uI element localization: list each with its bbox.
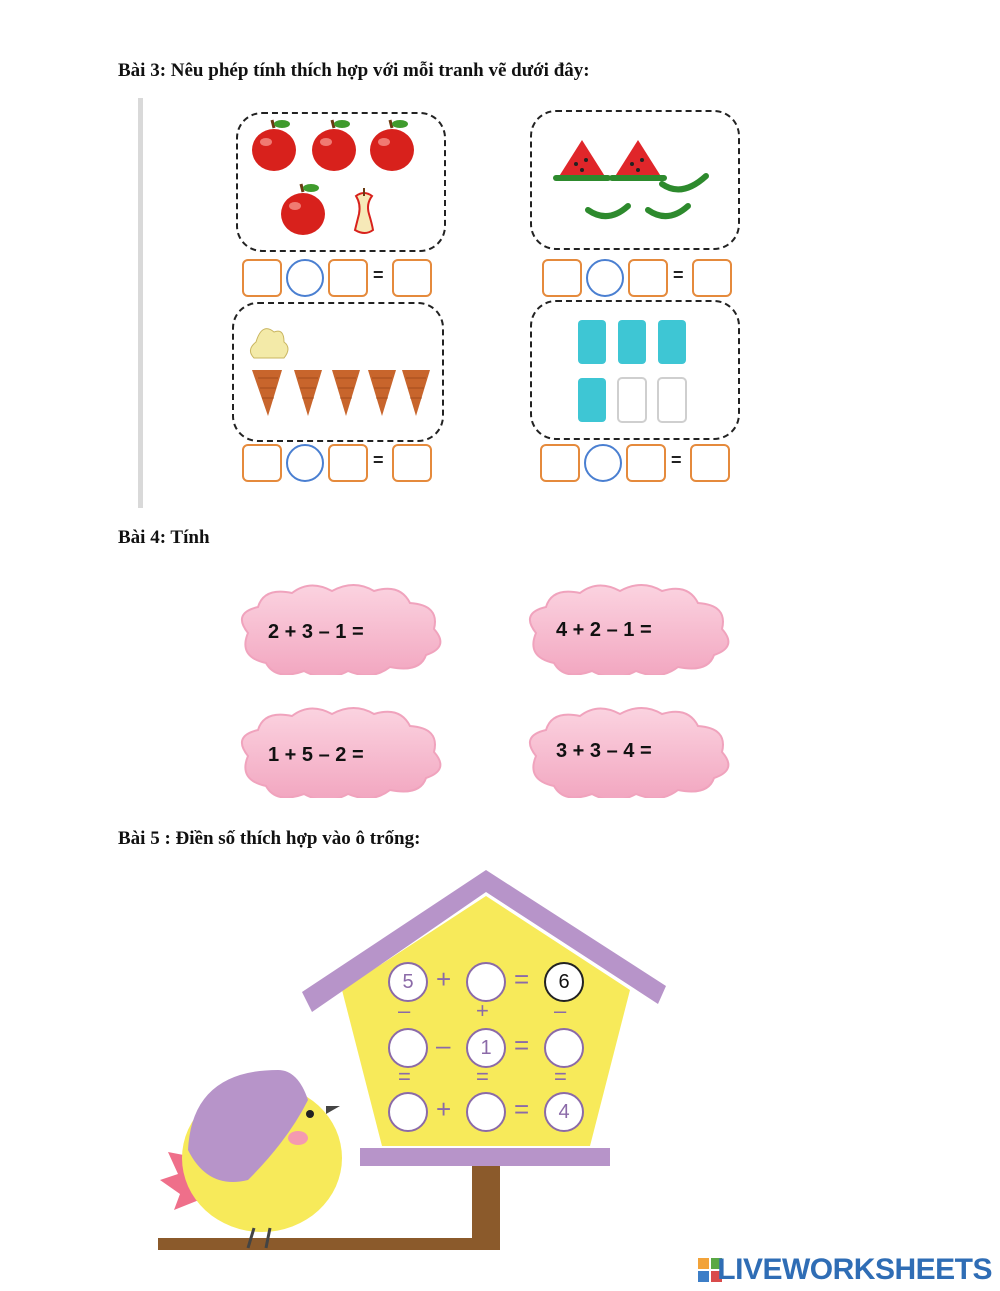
answer-box[interactable]	[628, 259, 668, 297]
answer-row-4: =	[540, 444, 740, 482]
cloud-shape	[528, 584, 730, 678]
cloud-1: 2 + 3 – 1 =	[228, 583, 452, 678]
puzzle-operator: –	[436, 1030, 451, 1060]
puzzle-operator: +	[436, 1094, 452, 1124]
cloud-shape	[240, 584, 442, 678]
apples-illustration	[252, 119, 414, 235]
equals-sign: =	[671, 450, 682, 470]
brand-name: LIVEWORKSHEETS	[717, 1253, 992, 1286]
puzzle-input[interactable]	[388, 1092, 428, 1132]
bai5-heading: Bài 5 : Điền số thích hợp vào ô trống:	[118, 828, 421, 849]
equals-sign: =	[373, 265, 384, 285]
pole	[472, 1162, 500, 1248]
operator-circle[interactable]	[586, 259, 624, 297]
cloud-2: 4 + 2 – 1 =	[516, 583, 740, 678]
operator-circle[interactable]	[584, 444, 622, 482]
number-puzzle: 5 + = 6 – + – – 1 = = = = + = 4	[386, 962, 586, 1132]
glasses-illustration	[578, 320, 687, 423]
answer-box[interactable]	[626, 444, 666, 482]
bird	[160, 1070, 342, 1249]
puzzle-operator: +	[436, 964, 452, 994]
puzzle-operator: +	[476, 998, 489, 1023]
house-shelf	[360, 1148, 610, 1166]
branch	[158, 1238, 500, 1250]
apples-frame	[236, 112, 446, 252]
equals-sign: =	[673, 265, 684, 285]
puzzle-equals: =	[514, 964, 530, 994]
puzzle-equals: =	[514, 1030, 530, 1060]
cloud-4: 3 + 3 – 4 =	[516, 706, 740, 801]
answer-box[interactable]	[540, 444, 580, 482]
answer-row-1: =	[242, 259, 442, 297]
puzzle-operator: =	[554, 1064, 567, 1089]
cloud-3: 1 + 5 – 2 =	[228, 706, 452, 801]
puzzle-equals: =	[514, 1094, 530, 1124]
watermelon-frame	[530, 110, 740, 250]
expression-text: 2 + 3 – 1 =	[268, 621, 364, 643]
puzzle-operator: –	[398, 998, 411, 1023]
puzzle-operator: –	[554, 998, 567, 1023]
liveworksheets-logo-icon	[698, 1258, 722, 1282]
puzzle-cell: 1	[466, 1028, 506, 1068]
answer-box[interactable]	[242, 444, 282, 482]
answer-row-3: =	[242, 444, 442, 482]
bai3-heading: Bài 3: Nêu phép tính thích hợp với mỗi t…	[118, 60, 590, 81]
icecream-illustration	[250, 328, 430, 416]
answer-box[interactable]	[328, 444, 368, 482]
house-roof	[302, 870, 666, 1012]
equals-sign: =	[373, 450, 384, 470]
answer-box[interactable]	[392, 444, 432, 482]
answer-box[interactable]	[690, 444, 730, 482]
expression-text: 1 + 5 – 2 =	[268, 744, 364, 766]
icecream-frame	[232, 302, 444, 442]
puzzle-input[interactable]	[544, 1028, 584, 1068]
cloud-shape	[528, 707, 730, 801]
puzzle-input[interactable]	[466, 962, 506, 1002]
puzzle-input[interactable]	[466, 1092, 506, 1132]
cloud-shape	[240, 707, 442, 801]
sidebar-line	[138, 98, 143, 508]
puzzle-operator: =	[476, 1064, 489, 1089]
answer-box[interactable]	[242, 259, 282, 297]
answer-box[interactable]	[328, 259, 368, 297]
watermelon-illustration	[553, 140, 709, 219]
puzzle-cell: 4	[544, 1092, 584, 1132]
operator-circle[interactable]	[286, 259, 324, 297]
puzzle-operator: =	[398, 1064, 411, 1089]
birdhouse-illustration	[158, 870, 666, 1250]
answer-box[interactable]	[392, 259, 432, 297]
bai4-heading: Bài 4: Tính	[118, 527, 210, 548]
operator-circle[interactable]	[286, 444, 324, 482]
glasses-frame	[530, 300, 740, 440]
puzzle-cell: 6	[544, 962, 584, 1002]
answer-box[interactable]	[542, 259, 582, 297]
expression-text: 4 + 2 – 1 =	[556, 619, 652, 641]
house-wall	[342, 896, 630, 1146]
answer-box[interactable]	[692, 259, 732, 297]
answer-row-2: =	[542, 259, 742, 297]
expression-text: 3 + 3 – 4 =	[556, 740, 652, 762]
puzzle-cell: 5	[388, 962, 428, 1002]
puzzle-input[interactable]	[388, 1028, 428, 1068]
